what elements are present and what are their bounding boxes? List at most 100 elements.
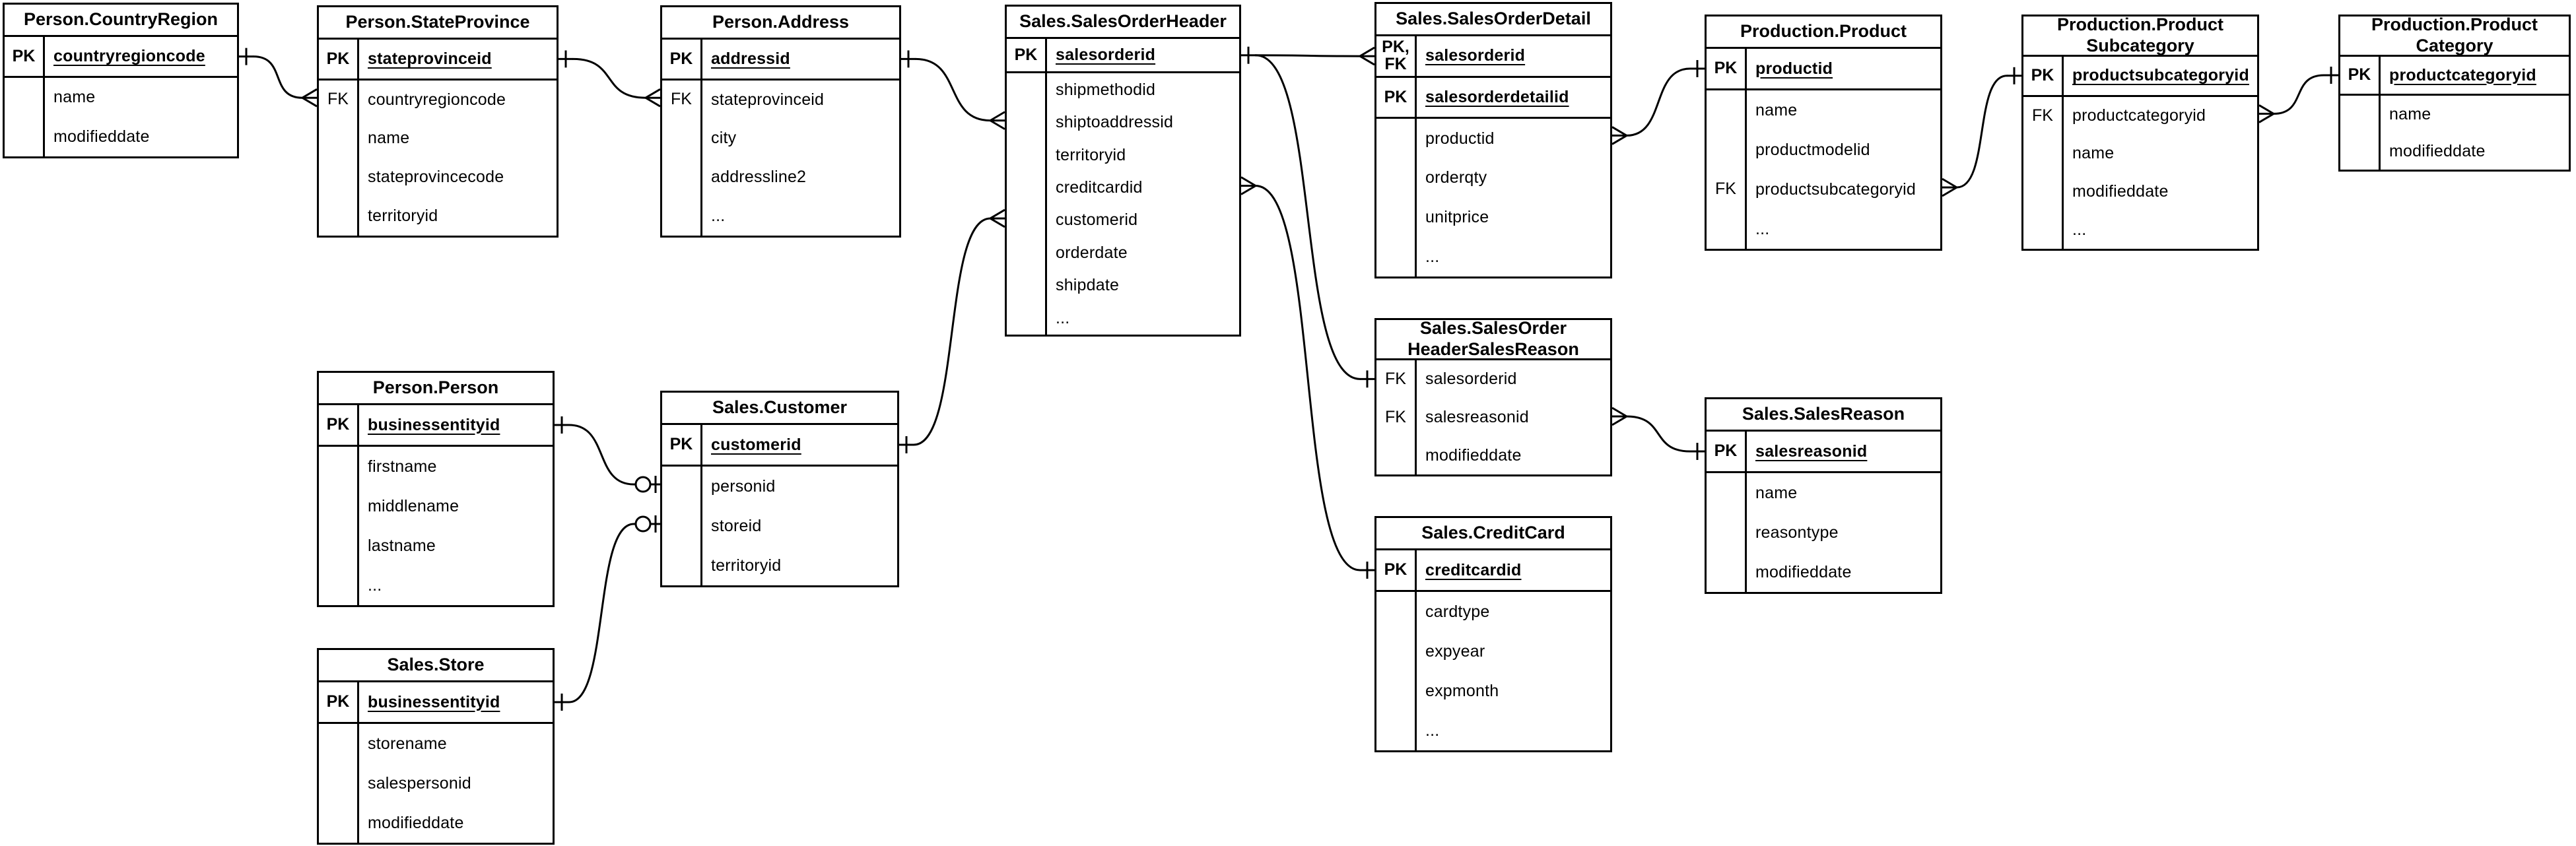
- entity-title: Person.StateProvince: [319, 7, 557, 40]
- field-label: name: [368, 129, 410, 148]
- field-label: name: [2389, 104, 2431, 123]
- entity-row: productid: [1376, 119, 1610, 158]
- field-label: reasontype: [1755, 523, 1839, 542]
- key-cell: PK: [1384, 87, 1407, 106]
- field-label: name: [53, 88, 96, 107]
- field-label: productsubcategoryid: [1755, 179, 1916, 199]
- entity-row: shipmethodid: [1007, 73, 1239, 106]
- key-column-separator: [2379, 57, 2381, 170]
- key-cell: PK: [2031, 66, 2054, 85]
- key-column-separator: [43, 37, 45, 156]
- many-crowfoot-marker: [1611, 415, 1627, 426]
- relationship-line: [2272, 74, 2325, 115]
- field-label: ...: [368, 575, 382, 595]
- entity-row: orderdate: [1007, 237, 1239, 269]
- entity-row: reasontype: [1707, 513, 1940, 552]
- entity-row: name: [5, 78, 237, 117]
- field-label: salesorderid: [1425, 46, 1526, 65]
- field-label: countryregioncode: [53, 47, 205, 66]
- field-label: city: [711, 129, 737, 148]
- key-column-separator: [700, 425, 702, 585]
- key-cell: PK: [1384, 560, 1407, 579]
- key-cell: PK: [1014, 45, 1038, 64]
- many-crowfoot-marker: [302, 88, 318, 99]
- key-cell: FK: [2032, 106, 2053, 125]
- field-label: productsubcategoryid: [2072, 66, 2249, 85]
- field-label: name: [2072, 144, 2115, 163]
- field-label: stateprovinceid: [368, 49, 492, 68]
- entity-row: ...: [1707, 209, 1940, 249]
- many-crowfoot-marker: [645, 96, 661, 108]
- field-label: salesorderdetailid: [1425, 88, 1569, 106]
- field-label: productid: [1425, 129, 1495, 148]
- field-label: expyear: [1425, 641, 1485, 661]
- field-label: businessentityid: [368, 415, 500, 434]
- field-label: firstname: [368, 457, 437, 476]
- entity-row: shiptoaddressid: [1007, 106, 1239, 139]
- relationship-line: [1625, 415, 1691, 453]
- many-crowfoot-marker: [1240, 176, 1256, 187]
- relationship-line: [252, 55, 304, 99]
- key-cell: PK: [1714, 59, 1738, 78]
- entity-row: middlename: [319, 486, 553, 526]
- key-cell: FK: [327, 90, 349, 109]
- many-crowfoot-marker: [645, 88, 661, 99]
- entity-row: orderqty: [1376, 158, 1610, 198]
- field-label: shipmethodid: [1056, 80, 1156, 99]
- entity-row: modifieddate: [1707, 552, 1940, 592]
- many-crowfoot-marker: [1240, 185, 1256, 195]
- many-crowfoot-marker: [990, 217, 1005, 228]
- key-column-separator: [2062, 57, 2064, 249]
- field-label: ...: [1425, 721, 1440, 740]
- entity-row: ...: [1007, 302, 1239, 335]
- entity-row: salespersonid: [319, 764, 553, 803]
- key-column-separator: [357, 40, 359, 236]
- entity-row: FK productcategoryid: [2023, 97, 2257, 135]
- key-column-separator: [1745, 49, 1747, 249]
- field-label: lastname: [368, 536, 436, 555]
- entity-row: expyear: [1376, 632, 1610, 671]
- entity-row: ...: [319, 566, 553, 605]
- entity-row: name: [319, 119, 557, 158]
- zero-circle-marker: [634, 476, 652, 493]
- field-label: productcategoryid: [2389, 65, 2536, 84]
- key-column-separator: [357, 682, 359, 843]
- key-cell: PK: [326, 415, 350, 434]
- field-label: storeid: [711, 516, 762, 535]
- entity-row: PK, FK salesorderid: [1376, 36, 1610, 78]
- key-cell: PK, FK: [1382, 38, 1409, 73]
- field-label: expmonth: [1425, 681, 1499, 700]
- many-crowfoot-marker: [2258, 104, 2274, 115]
- entity-row: shipdate: [1007, 269, 1239, 302]
- relationship-line: [568, 424, 635, 486]
- entity-row: stateprovincecode: [319, 158, 557, 197]
- field-label: salesreasonid: [1755, 441, 1868, 461]
- relationship-line: [568, 523, 635, 703]
- entity-row: unitprice: [1376, 198, 1610, 238]
- field-label: shipdate: [1056, 276, 1120, 295]
- entity-row: ...: [1376, 711, 1610, 750]
- field-label: middlename: [368, 496, 459, 515]
- relationship-line: [1955, 75, 2008, 189]
- field-label: productcategoryid: [2072, 106, 2206, 125]
- entity-row: expmonth: [1376, 671, 1610, 711]
- field-label: addressid: [711, 49, 790, 68]
- entity-row: ...: [1376, 237, 1610, 277]
- field-label: stateprovincecode: [368, 168, 504, 187]
- entity-title: Sales.CreditCard: [1376, 518, 1610, 550]
- key-cell: PK: [326, 49, 350, 68]
